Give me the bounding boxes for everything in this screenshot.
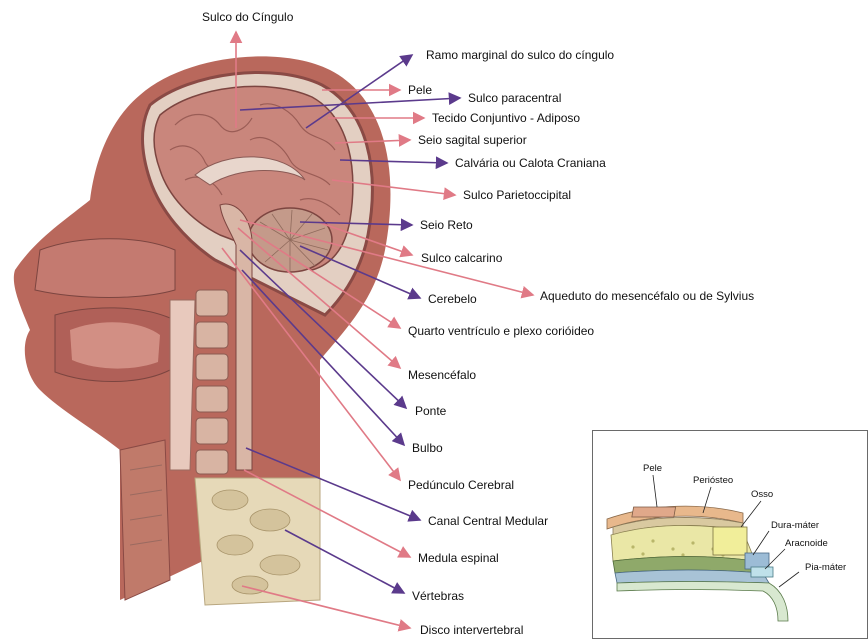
leader-disco (242, 586, 410, 628)
inset-label-pia: Pia-máter (805, 562, 846, 573)
label-ramo-marginal: Ramo marginal do sulco do cíngulo (426, 48, 614, 62)
label-cerebelo: Cerebelo (428, 292, 477, 306)
nasal-cavity (35, 239, 175, 298)
label-sulco-cingulo: Sulco do Cíngulo (202, 10, 293, 24)
dura-block (745, 553, 769, 569)
label-sulco-calcarino: Sulco calcarino (421, 251, 502, 265)
meninges-inset: Pele Periósteo Osso Dura-máter Aracnoide… (592, 430, 868, 639)
label-medula: Medula espinal (418, 551, 499, 565)
inset-label-aracnoide: Aracnoide (785, 538, 828, 549)
label-tecido-conjuntivo: Tecido Conjuntivo - Adiposo (432, 111, 580, 125)
aracnoide-block (751, 567, 773, 577)
label-ponte: Ponte (415, 404, 446, 418)
label-seio-sagital: Seio sagital superior (418, 133, 527, 147)
label-disco: Disco intervertebral (420, 623, 523, 637)
label-calvaria: Calvária ou Calota Craniana (455, 156, 606, 170)
label-mesencefalo: Mesencéfalo (408, 368, 476, 382)
pele-block (632, 507, 676, 517)
larynx (120, 440, 170, 600)
label-pele: Pele (408, 83, 432, 97)
label-canal-central: Canal Central Medular (428, 514, 548, 528)
label-vertebras: Vértebras (412, 589, 464, 603)
label-sulco-paracentral: Sulco paracentral (468, 91, 561, 105)
inset-label-periosteo: Periósteo (693, 475, 733, 486)
inset-label-osso: Osso (751, 489, 773, 500)
osso-block (713, 527, 747, 555)
pharynx (170, 300, 195, 470)
layer-pia (617, 582, 788, 622)
label-seio-reto: Seio Reto (420, 218, 473, 232)
inset-label-dura: Dura-máter (771, 520, 819, 531)
label-pedunculo: Pedúnculo Cerebral (408, 478, 514, 492)
label-aqueduto: Aqueduto do mesencéfalo ou de Sylvius (540, 289, 754, 303)
meninges-layers-illustration (593, 431, 867, 638)
inset-label-pele: Pele (643, 463, 662, 474)
layer-aracnoide (615, 570, 769, 583)
label-sulco-parieto: Sulco Parietoccipital (463, 188, 571, 202)
label-quarto-ventriculo: Quarto ventrículo e plexo corióideo (408, 324, 594, 338)
label-bulbo: Bulbo (412, 441, 443, 455)
tongue (70, 322, 160, 368)
